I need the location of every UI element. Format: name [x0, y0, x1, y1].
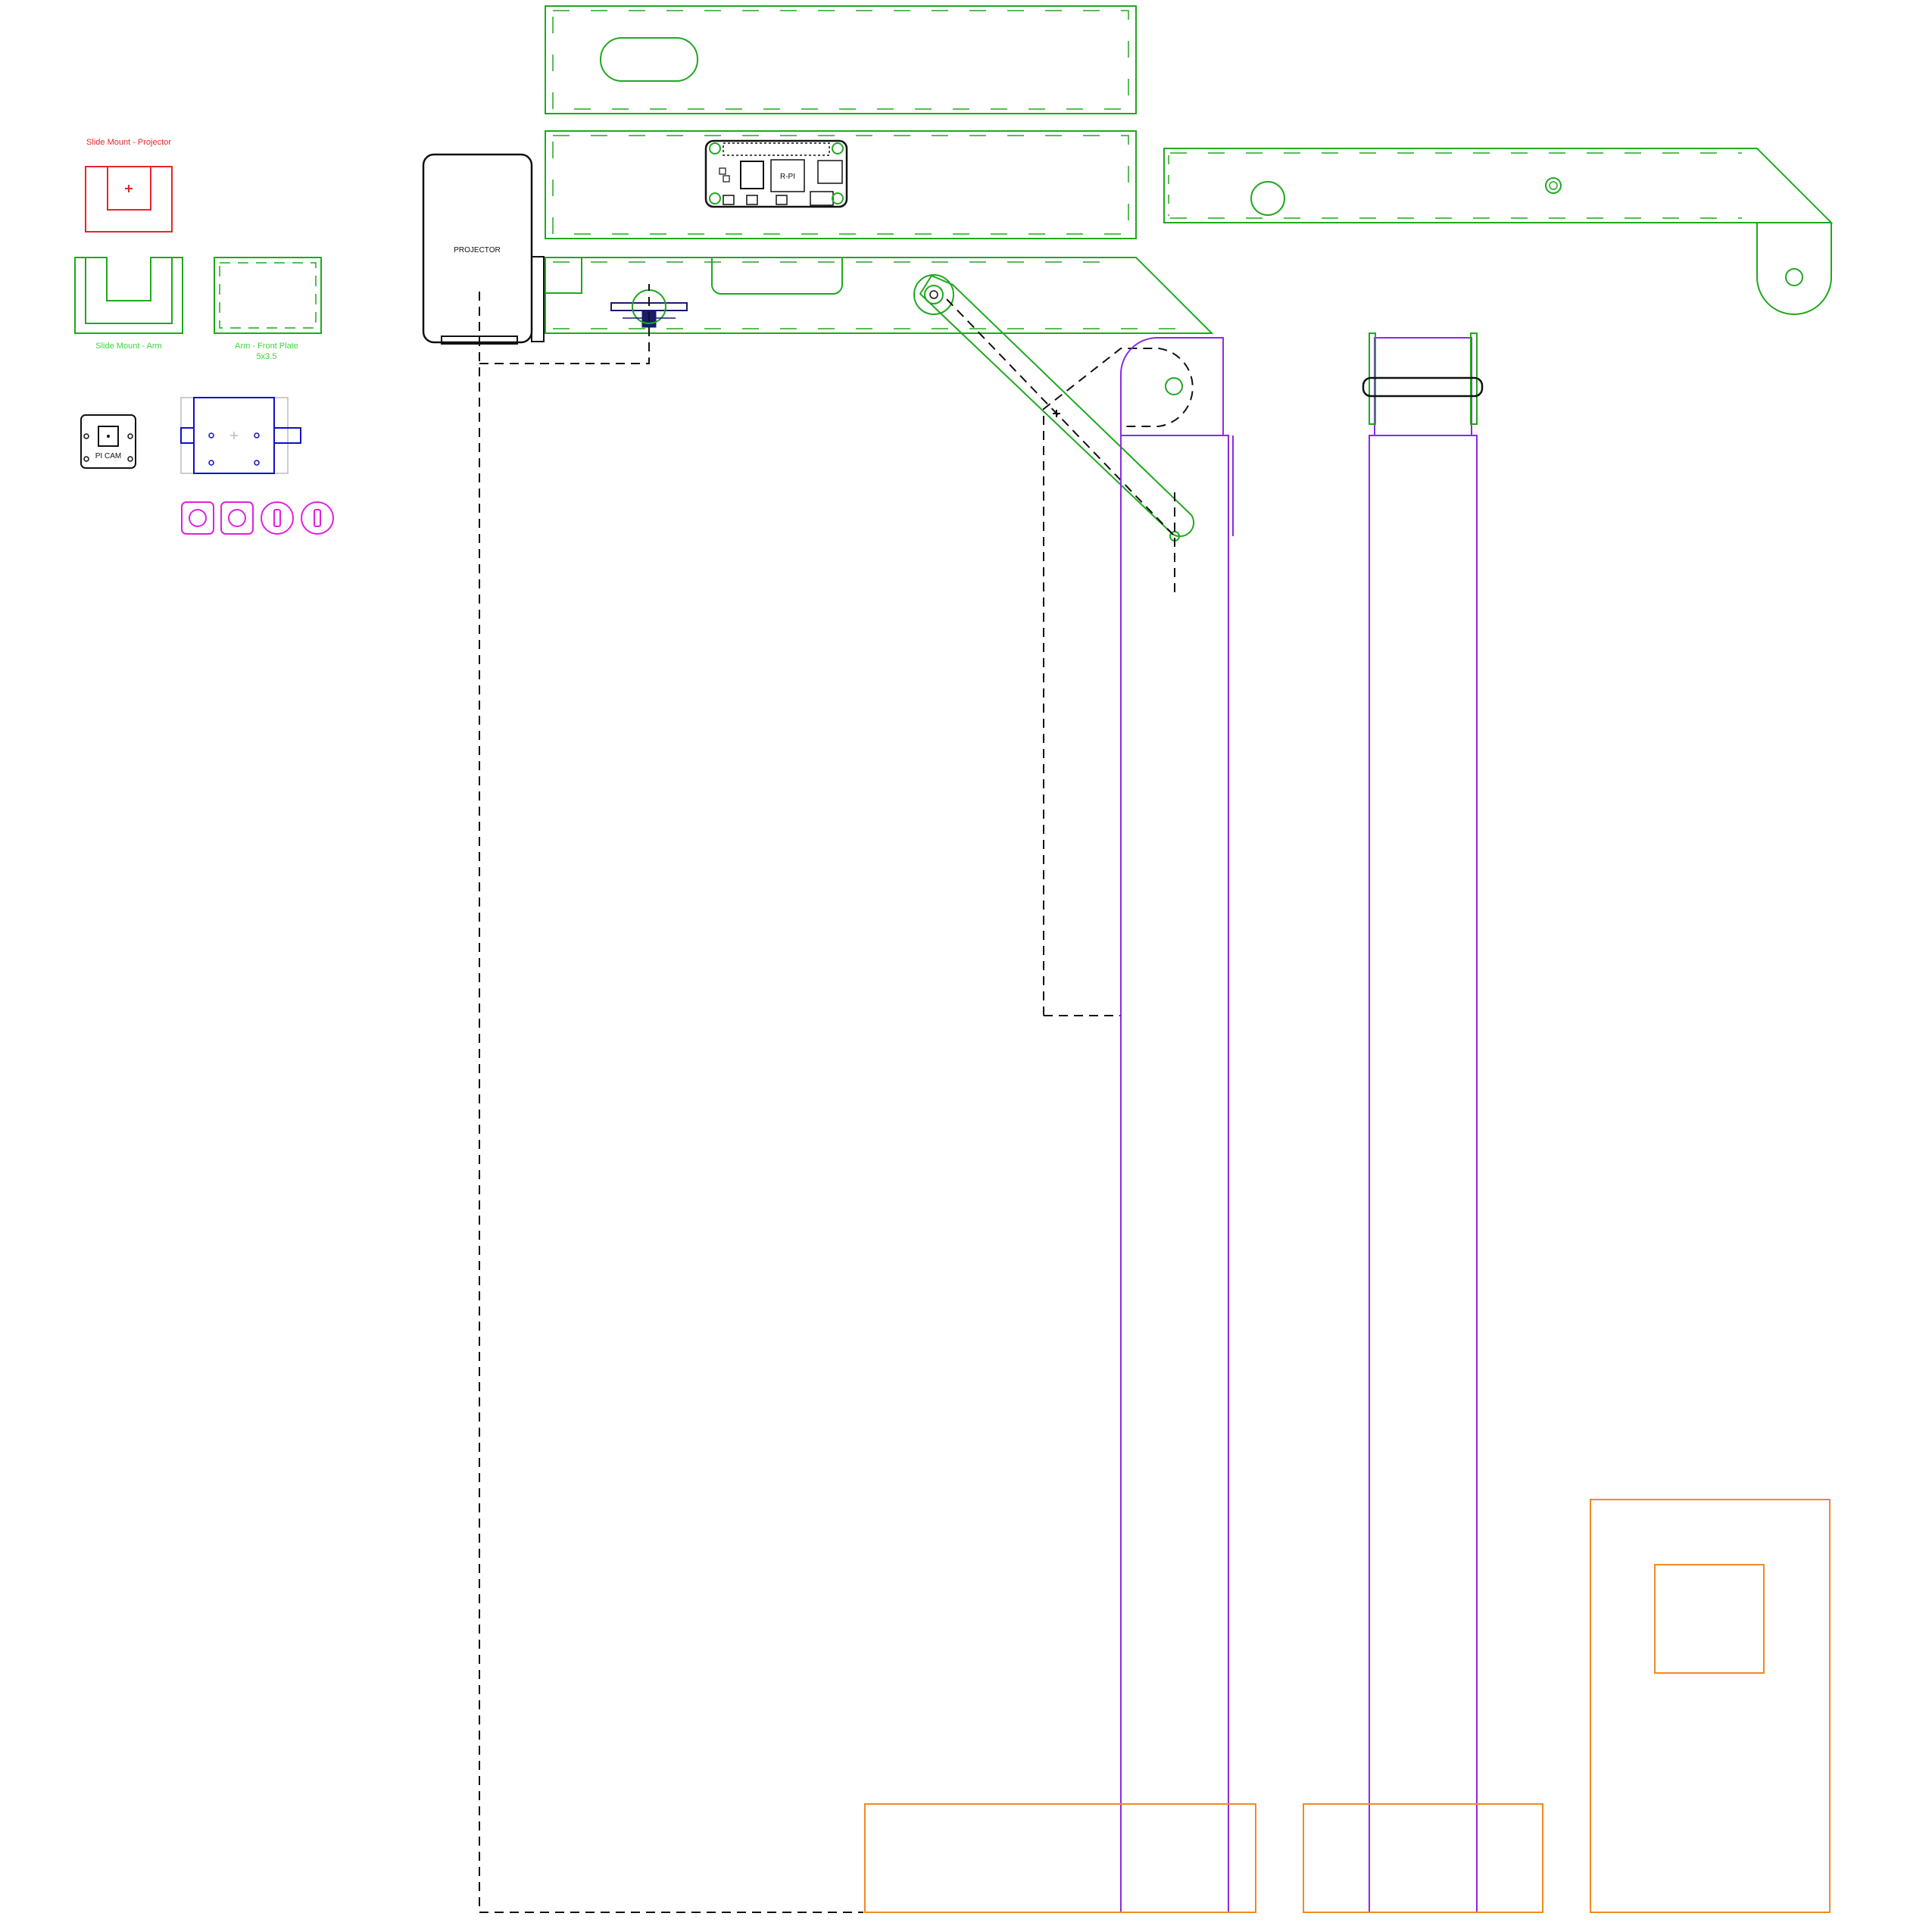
pi-cam-label: PI CAM	[95, 452, 121, 460]
raspberry-pi-board: R-PI	[704, 139, 848, 208]
arm-front-plate-size-label: 5x3.5	[257, 352, 277, 361]
projector-label: PROJECTOR	[454, 246, 501, 254]
left-post	[1119, 337, 1234, 1913]
projection-path	[479, 284, 1194, 1913]
bottom-arm-panel	[545, 257, 1214, 334]
projector: PROJECTOR	[422, 153, 545, 345]
base-feet	[864, 1499, 1831, 1913]
arm-front-plate-label: Arm - Front Plate	[235, 342, 298, 351]
slide-mount-projector-part: Slide Mount - Projector	[85, 138, 173, 233]
top-lid-panel	[545, 5, 1137, 114]
slide-mount-projector-label: Slide Mount - Projector	[86, 138, 171, 147]
slide-mount-arm-part: Slide Mount - Arm	[74, 257, 183, 351]
right-post	[1369, 337, 1478, 1913]
right-post-axle	[1362, 332, 1484, 425]
raspberry-pi-label: R-PI	[780, 173, 795, 181]
side-arm-panel	[1163, 148, 1834, 315]
tilt-link-arm	[913, 274, 1195, 542]
camera-mount	[610, 289, 688, 328]
pi-cam-part: PI CAM	[80, 414, 136, 469]
servo-horn-parts	[181, 501, 334, 535]
slide-mount-arm-label: Slide Mount - Arm	[95, 342, 161, 351]
middle-pi-panel	[545, 130, 1137, 239]
arm-front-plate-part: Arm - Front Plate 5x3.5	[214, 257, 322, 361]
servo-bracket-part	[180, 397, 301, 474]
